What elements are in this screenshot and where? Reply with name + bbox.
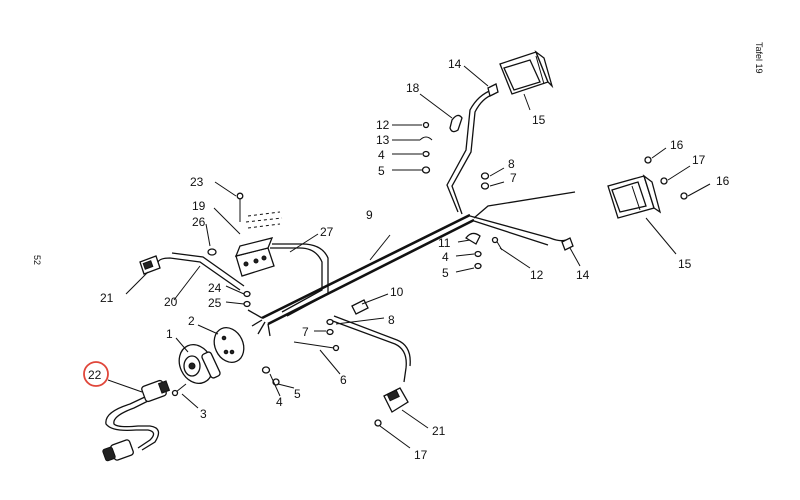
- callout-9: 9: [366, 208, 373, 222]
- callout-labels: 1 2 3 4 5 6 7 8 9 10 11 4 5 12 14 24 25 …: [100, 57, 730, 462]
- callout-22-highlight[interactable]: 22: [83, 361, 143, 393]
- callout-13: 13: [376, 133, 390, 147]
- page-label: Tafel 19: [754, 42, 764, 74]
- callout-8-upper: 8: [508, 157, 515, 171]
- part-24-25-hardware[interactable]: [243, 290, 251, 308]
- part-15-tail-lamp-right[interactable]: [607, 174, 662, 219]
- callout-16-top: 16: [670, 138, 684, 152]
- part-6-pin[interactable]: [293, 341, 340, 352]
- callout-1: 1: [166, 327, 173, 341]
- part-4-5-mid-hardware[interactable]: [474, 250, 482, 270]
- part-21-connector-left[interactable]: [139, 255, 161, 275]
- hardware-set: [245, 211, 283, 229]
- callout-7-upper: 7: [510, 171, 517, 185]
- upper-hardware-stack[interactable]: [419, 121, 433, 174]
- leader-lines: [125, 65, 711, 449]
- callout-5-mid: 5: [442, 266, 449, 280]
- callout-15-right: 15: [678, 257, 692, 271]
- callout-2: 2: [188, 314, 195, 328]
- callout-12-upper: 12: [376, 118, 390, 132]
- part-17-screw-bottom[interactable]: [374, 419, 382, 427]
- part-4-5-nut-washer[interactable]: [261, 366, 280, 386]
- callout-5-upper: 5: [378, 164, 385, 178]
- part-21-connector-right[interactable]: [383, 387, 409, 413]
- callout-17-bottom: 17: [414, 448, 428, 462]
- callout-11: 11: [438, 236, 451, 250]
- part-2-switch-plate[interactable]: [209, 323, 250, 367]
- part-15-tail-lamp-top[interactable]: [499, 50, 554, 95]
- part-26-nut[interactable]: [207, 248, 217, 256]
- callout-17-lamp: 17: [692, 153, 706, 167]
- callout-5-switch: 5: [294, 387, 301, 401]
- callout-10: 10: [390, 285, 404, 299]
- callout-14-mid: 14: [576, 268, 590, 282]
- callout-23: 23: [190, 175, 204, 189]
- part-14-grommet-mid[interactable]: [561, 237, 574, 251]
- callout-4-mid: 4: [442, 250, 449, 264]
- callout-6: 6: [340, 373, 347, 387]
- callout-18: 18: [406, 81, 420, 95]
- part-23-screw[interactable]: [236, 192, 244, 222]
- callout-4-switch: 4: [276, 395, 283, 409]
- part-7-8-upper-hardware[interactable]: [480, 172, 490, 190]
- callout-15-top: 15: [532, 113, 546, 127]
- callout-4-upper: 4: [378, 148, 385, 162]
- part-16-17-lamp-screws[interactable]: [644, 156, 688, 200]
- callout-22: 22: [88, 368, 102, 382]
- part-1-switch-body[interactable]: [173, 339, 221, 389]
- part-7-8-mid-hardware[interactable]: [326, 318, 334, 336]
- part-19-junction-box[interactable]: [234, 237, 275, 277]
- callout-16-right: 16: [716, 174, 730, 188]
- callout-7-mid: 7: [302, 325, 309, 339]
- callout-3: 3: [200, 407, 207, 421]
- part-18-cable-clamp[interactable]: [449, 114, 463, 133]
- callout-27: 27: [320, 225, 334, 239]
- callout-14-top: 14: [448, 57, 462, 71]
- part-22-plug-cable[interactable]: [102, 379, 171, 462]
- part-12-screw-mid[interactable]: [491, 236, 503, 251]
- callout-24: 24: [208, 281, 222, 295]
- callout-26: 26: [192, 215, 206, 229]
- callout-8-mid: 8: [388, 313, 395, 327]
- callout-21-bottom: 21: [432, 424, 446, 438]
- part-11-clip[interactable]: [465, 232, 481, 245]
- part-14-grommet-top[interactable]: [487, 83, 499, 97]
- callout-25: 25: [208, 296, 222, 310]
- callout-21-left: 21: [100, 291, 114, 305]
- highlight-circle: [83, 361, 109, 387]
- side-number: 52: [32, 255, 42, 265]
- callout-20: 20: [164, 295, 178, 309]
- callout-19: 19: [192, 199, 206, 213]
- part-3-screw[interactable]: [171, 383, 187, 397]
- callout-12-mid: 12: [530, 268, 544, 282]
